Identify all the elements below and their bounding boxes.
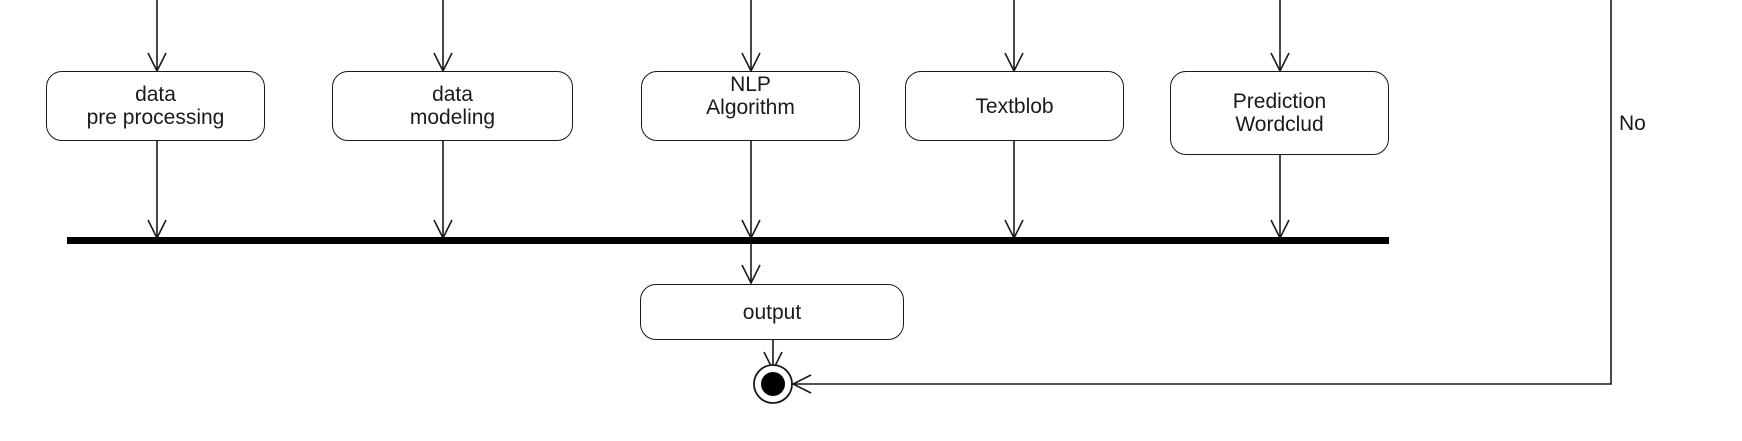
guard-label-no: No (1619, 112, 1646, 135)
activity-label-line: modeling (409, 106, 496, 129)
join-bar (67, 237, 1389, 244)
activity-label-line: Wordclud (1235, 113, 1324, 136)
activity-nlp-algorithm: NLP Algorithm (641, 71, 860, 141)
activity-data-preprocessing: data pre processing (46, 71, 265, 141)
activity-label-line: data (135, 83, 176, 106)
activity-textblob: Textblob (905, 71, 1124, 141)
activity-data-modeling: data modeling (332, 71, 573, 141)
final-node-dot (761, 372, 785, 396)
activity-label-line: data (432, 83, 473, 106)
activity-label-line: output (742, 300, 802, 324)
activity-prediction-wordclud: Prediction Wordclud (1170, 71, 1389, 155)
activity-label-line: Algorithm (706, 96, 795, 119)
activity-label-line: NLP (730, 73, 771, 96)
flow-no-branch (793, 0, 1612, 384)
activity-label-line: pre processing (86, 106, 225, 129)
activity-label-line: Prediction (1232, 90, 1327, 113)
activity-output: output (640, 284, 904, 340)
activity-label-line: Textblob (975, 94, 1054, 118)
